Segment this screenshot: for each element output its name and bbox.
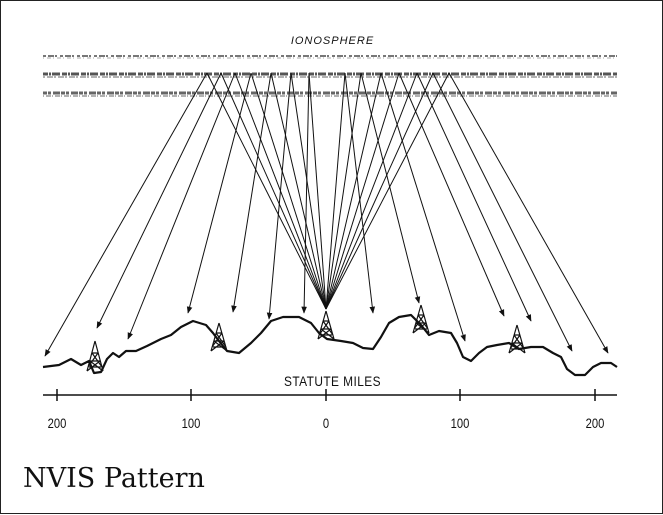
tick-label: 100 <box>181 415 201 431</box>
transmitter-tower-icon <box>317 310 335 340</box>
tick-label: 0 <box>322 415 330 431</box>
axis-title: STATUTE MILES <box>283 373 381 389</box>
ionosphere-label: IONOSPHERE <box>290 35 375 47</box>
figure-caption: NVIS Pattern <box>23 463 205 494</box>
tower-icon <box>210 322 228 352</box>
upward-paths <box>206 72 450 310</box>
distance-scale <box>43 389 617 401</box>
tick-label: 200 <box>585 415 605 431</box>
terrain-profile <box>42 313 618 377</box>
tick-label: 200 <box>47 415 67 431</box>
ionosphere-layers <box>43 55 617 97</box>
tick-label: 100 <box>450 415 470 431</box>
tower-icon <box>86 340 104 372</box>
reflected-paths <box>44 72 609 357</box>
tower-icon <box>508 324 526 354</box>
tower-icon <box>412 304 430 334</box>
